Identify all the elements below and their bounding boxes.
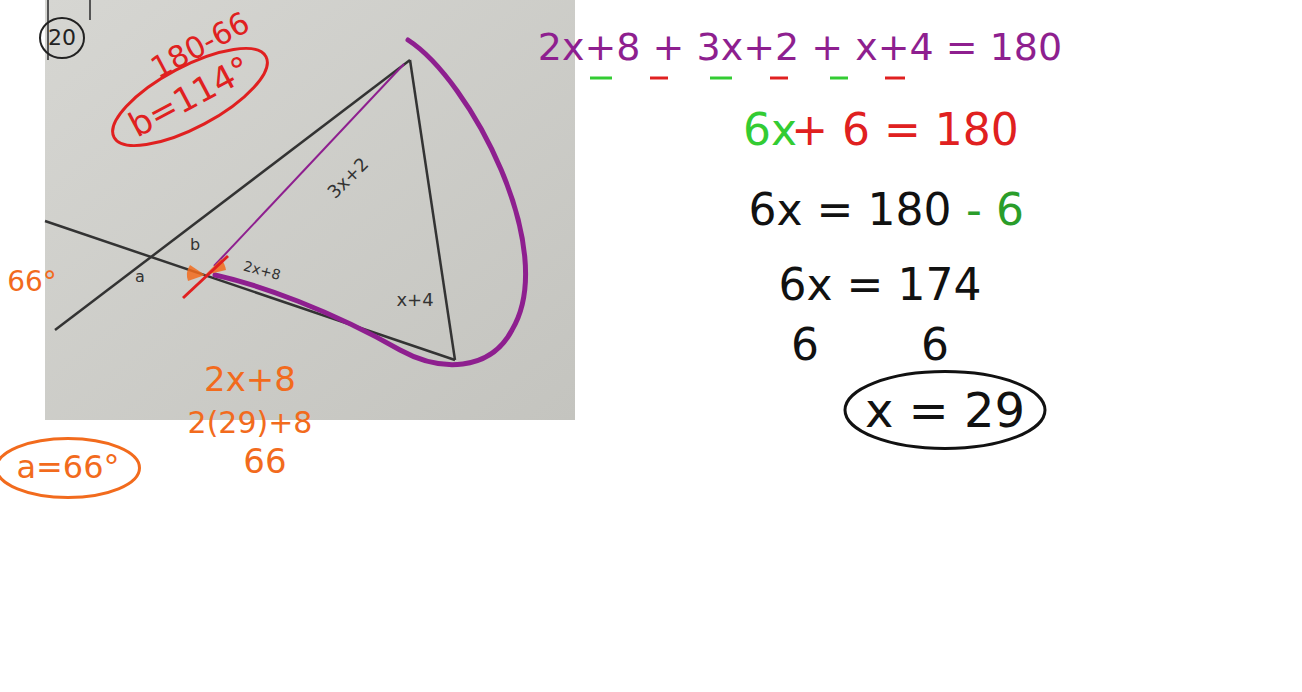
problem-number: 20 xyxy=(48,26,76,50)
problem-circle xyxy=(40,18,84,58)
angle-label: a xyxy=(135,268,145,286)
equation-line: 6x = 180 xyxy=(749,186,952,234)
denominator: 6 xyxy=(921,321,949,369)
handwritten-note: 66 xyxy=(243,443,286,480)
final-answer: x = 29 xyxy=(865,384,1025,437)
equation-term: 6x xyxy=(743,106,797,154)
handwritten-note: 2x+8 xyxy=(204,361,296,398)
photo-background xyxy=(45,0,575,420)
highlight-curve xyxy=(215,40,526,365)
angle-label: b xyxy=(190,236,200,254)
term-underlines xyxy=(590,77,905,80)
denominator: 6 xyxy=(791,321,819,369)
equation-line: 2x+8 + 3x+2 + x+4 = 180 xyxy=(538,27,1062,69)
equation-line: 6x = 174 xyxy=(779,261,982,309)
answer-circle xyxy=(0,439,140,498)
angle-label: x+4 xyxy=(396,290,433,310)
highlight-line xyxy=(214,64,404,266)
angle-answer: a=66° xyxy=(16,450,119,485)
handwritten-note: 66° xyxy=(7,267,57,298)
equation-term: - 6 xyxy=(966,186,1024,234)
answer-circle xyxy=(845,372,1045,449)
frame-line xyxy=(89,0,91,20)
handwritten-note: 2(29)+8 xyxy=(188,406,313,439)
equation-term: + 6 = 180 xyxy=(791,106,1019,154)
red-mark xyxy=(183,256,228,298)
triangle-figure xyxy=(45,60,455,360)
